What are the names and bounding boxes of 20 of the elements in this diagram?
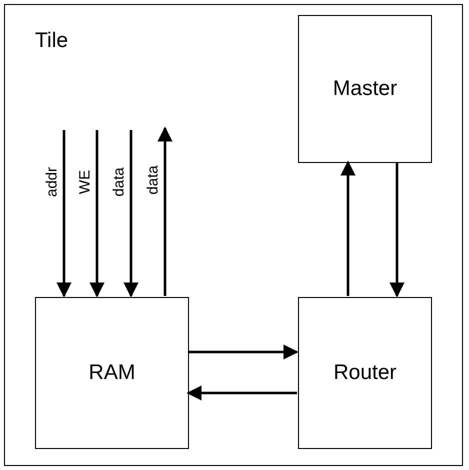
block-box (298, 297, 432, 449)
node-label: RAM (88, 361, 136, 385)
edge-label: data (110, 167, 128, 197)
arrow (90, 130, 104, 298)
arrow (124, 130, 138, 298)
edge-label: addr (44, 166, 60, 198)
arrow (56, 130, 72, 298)
tile-frame (4, 4, 463, 466)
node-label: Master (332, 77, 398, 101)
node-label: Tile (35, 29, 68, 53)
arrow (158, 126, 172, 296)
arrow (188, 344, 298, 360)
block-box (35, 297, 189, 449)
arrow (340, 160, 356, 296)
edge-label: data (144, 165, 162, 195)
node-label: Router (333, 361, 397, 385)
arrow (390, 162, 404, 298)
arrow (186, 386, 297, 400)
edge-label: WE (76, 170, 94, 194)
block-box (298, 15, 432, 163)
